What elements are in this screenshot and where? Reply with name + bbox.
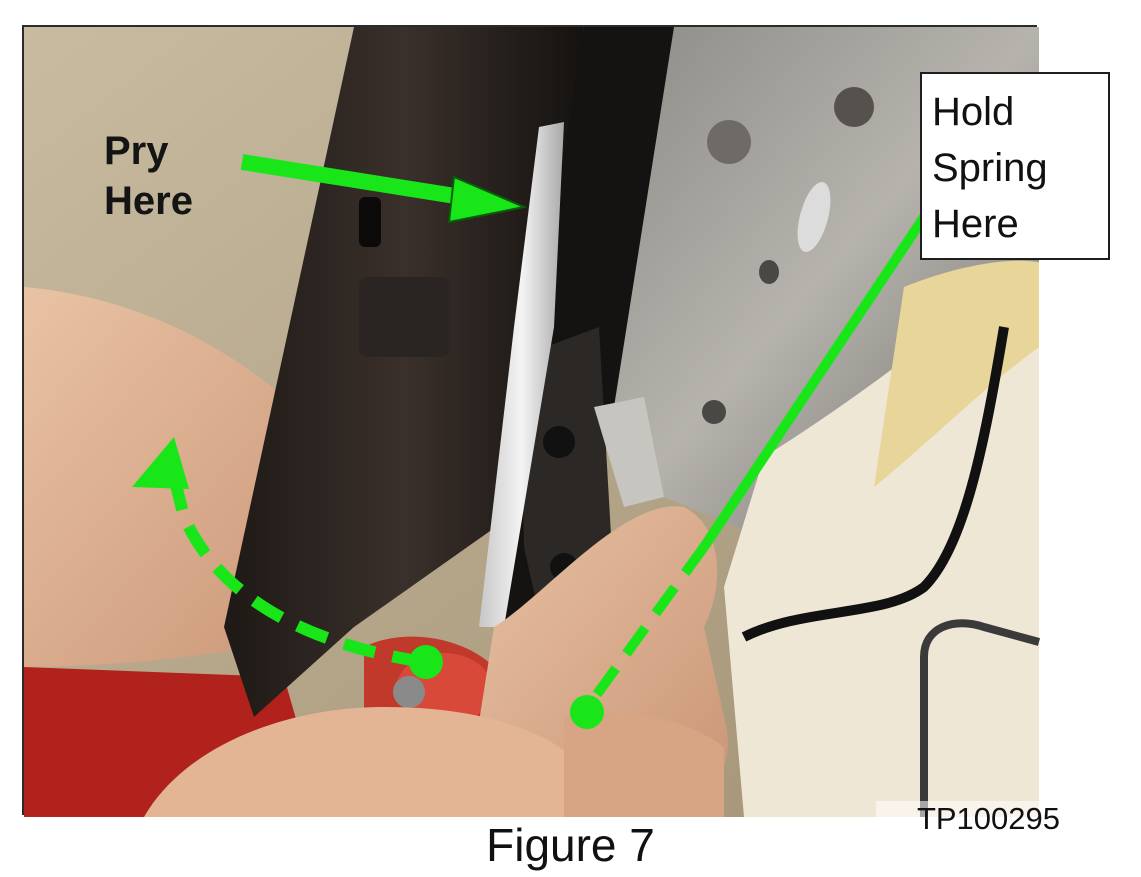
pry-point-marker xyxy=(409,645,443,679)
hold-leader-line xyxy=(699,214,929,550)
pry-here-label: Pry Here xyxy=(104,129,193,223)
figure-caption: Figure 7 xyxy=(486,819,655,871)
photo-id: TP100295 xyxy=(876,801,1064,837)
hold-leader-dashed xyxy=(579,544,709,715)
pry-arrow-head xyxy=(447,175,528,224)
rotation-arrow-head xyxy=(132,437,189,489)
hold-point-marker xyxy=(570,695,604,729)
rotation-arrow xyxy=(168,475,425,668)
hold-spring-label: Hold Spring Here xyxy=(920,72,1110,260)
pry-arrow xyxy=(240,154,476,207)
